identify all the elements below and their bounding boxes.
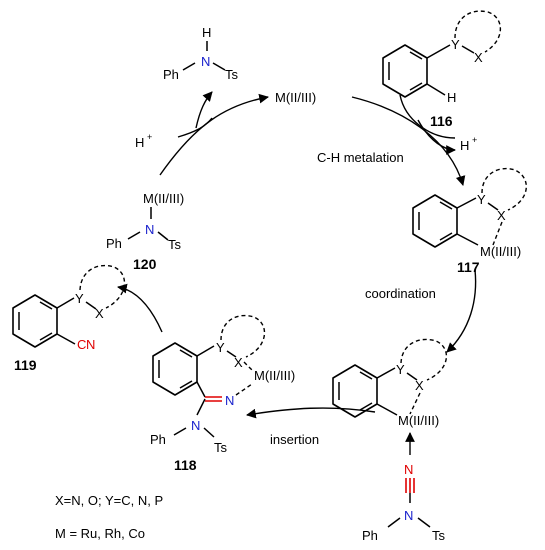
svg-text:M(II/III): M(II/III) xyxy=(254,368,295,383)
proton-out-label: H + xyxy=(460,135,477,153)
arrow-proton-out xyxy=(417,119,456,155)
svg-text:N: N xyxy=(225,393,234,408)
compound-120: M(II/III) N Ph Ts 120 xyxy=(106,191,184,272)
svg-text:N: N xyxy=(201,54,210,69)
arrow-116-in xyxy=(399,94,456,139)
svg-text:X: X xyxy=(497,208,506,223)
svg-text:M(II/III): M(II/III) xyxy=(398,413,439,428)
coordination-complex: Y X M(II/III) N N Ph Ts xyxy=(332,338,448,543)
svg-text:Ph: Ph xyxy=(106,236,122,251)
svg-text:Ts: Ts xyxy=(168,237,182,252)
svg-text:C: C xyxy=(77,337,86,352)
footnote-line1: X=N, O; Y=C, N, P xyxy=(55,493,163,508)
svg-text:Y: Y xyxy=(216,340,225,355)
svg-text:120: 120 xyxy=(133,256,157,272)
svg-text:Y: Y xyxy=(451,37,460,52)
svg-text:119: 119 xyxy=(14,357,37,373)
svg-text:117: 117 xyxy=(457,259,480,275)
svg-text:Ts: Ts xyxy=(214,440,228,455)
amide-product: H N Ph Ts xyxy=(163,25,239,82)
svg-text:+: + xyxy=(147,132,152,142)
svg-text:Y: Y xyxy=(477,192,486,207)
compound-119: Y X C N 119 xyxy=(12,264,126,373)
svg-text:X: X xyxy=(415,378,424,393)
coordination-label: coordination xyxy=(365,286,436,301)
svg-text:Ph: Ph xyxy=(362,528,378,543)
cycle-arrows xyxy=(117,93,477,419)
svg-text:N: N xyxy=(404,462,413,477)
ch-metalation-label: C-H metalation xyxy=(317,150,404,165)
arrow-to-119 xyxy=(117,283,163,333)
svg-text:Ph: Ph xyxy=(150,432,166,447)
arrow-proton-in xyxy=(177,117,213,138)
svg-text:X: X xyxy=(474,50,483,65)
svg-text:N: N xyxy=(145,222,154,237)
svg-text:N: N xyxy=(404,508,413,523)
svg-text:Ts: Ts xyxy=(225,67,239,82)
compound-116: Y X H 116 xyxy=(382,10,502,129)
svg-text:H: H xyxy=(447,90,456,105)
compound-117: Y X M(II/III) 117 xyxy=(412,167,528,275)
svg-text:H: H xyxy=(135,135,144,150)
arrow-product-out xyxy=(195,91,213,129)
svg-text:M(II/III): M(II/III) xyxy=(480,244,521,259)
arrow-insertion xyxy=(246,407,376,419)
svg-text:N: N xyxy=(191,418,200,433)
footnote-line2: M = Ru, Rh, Co xyxy=(55,526,145,541)
svg-text:Ph: Ph xyxy=(163,67,179,82)
svg-text:Y: Y xyxy=(75,291,84,306)
arrow-117-to-coordination xyxy=(446,269,477,353)
svg-text:X: X xyxy=(95,306,104,321)
insertion-label: insertion xyxy=(270,432,319,447)
svg-text:+: + xyxy=(472,135,477,145)
svg-text:Y: Y xyxy=(396,362,405,377)
svg-text:116: 116 xyxy=(430,113,453,129)
svg-text:Ts: Ts xyxy=(432,528,446,543)
compound-118: Y X M(II/III) N N Ph Ts 118 xyxy=(150,314,295,473)
svg-text:118: 118 xyxy=(174,457,197,473)
svg-text:X: X xyxy=(234,355,243,370)
arrow-to-catalyst xyxy=(159,93,269,176)
catalyst-label: M(II/III) xyxy=(275,90,316,105)
arrow-to-117 xyxy=(351,96,466,186)
proton-in-label: H + xyxy=(135,132,152,150)
svg-text:M(II/III): M(II/III) xyxy=(143,191,184,206)
svg-text:H: H xyxy=(202,25,211,40)
svg-text:H: H xyxy=(460,138,469,153)
svg-text:N: N xyxy=(86,337,95,352)
